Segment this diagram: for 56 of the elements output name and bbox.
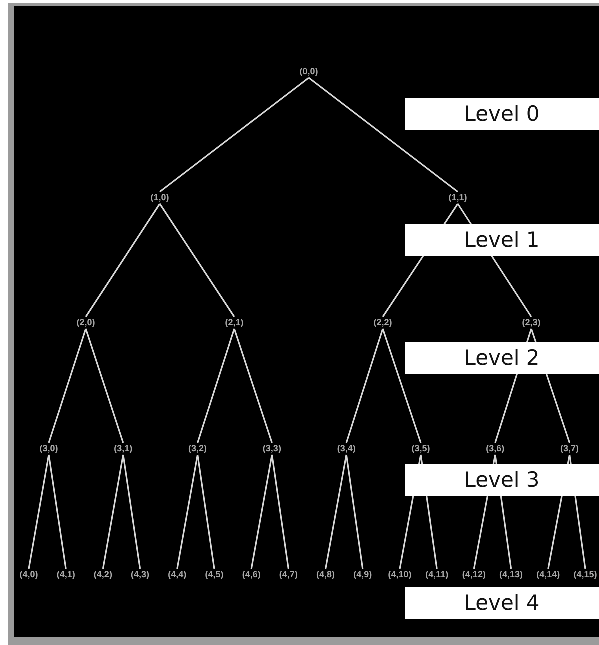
tree-node-label: (4,5) — [205, 570, 224, 580]
tree-node-label: (4,6) — [242, 570, 261, 580]
tree-node-label: (3,6) — [486, 444, 505, 454]
connector-line — [197, 454, 216, 570]
tree-node-label: (2,1) — [225, 318, 244, 328]
connector-line — [346, 454, 364, 570]
level-label: Level 4 — [405, 587, 599, 619]
tree-node-label: (4,10) — [388, 570, 412, 580]
level-label: Level 1 — [405, 224, 599, 256]
tree-node-label: (3,1) — [114, 444, 133, 454]
tree-node-label: (1,0) — [150, 192, 170, 204]
connector-line — [308, 77, 458, 193]
tree-node-label: (0,0) — [300, 66, 318, 78]
connector-line — [346, 328, 384, 444]
tree-node-label: (3,3) — [262, 444, 282, 454]
tree-node-label: (1,1) — [448, 192, 468, 204]
connector-line — [48, 328, 87, 444]
connector-line — [234, 328, 273, 444]
tree-node-label: (4,14) — [536, 570, 560, 580]
connector-line — [382, 328, 422, 444]
connector-line — [271, 454, 290, 570]
tree-node-label: (3,7) — [560, 444, 580, 454]
tree-node-label: (3,0) — [40, 444, 58, 454]
connector-line — [250, 454, 273, 570]
connector-line — [48, 454, 67, 570]
connector-line — [176, 454, 199, 570]
level-label: Level 0 — [405, 98, 599, 130]
tree-node-label: (4,0) — [20, 570, 38, 580]
connector-line — [102, 454, 124, 570]
connector-line — [197, 328, 236, 444]
tree-node-label: (2,2) — [374, 318, 392, 328]
tree-node-label: (4,7) — [279, 570, 298, 580]
connector-line — [122, 454, 142, 570]
connector-line — [160, 77, 310, 193]
tree-node-label: (4,1) — [56, 570, 76, 580]
tree-node-label: (3,5) — [412, 444, 430, 454]
connector-line — [85, 328, 124, 444]
level-label: Level 3 — [405, 464, 599, 496]
level-label: Level 2 — [405, 342, 599, 374]
tree-node-label: (4,2) — [94, 570, 112, 580]
tree-node-label: (3,4) — [337, 444, 356, 454]
connector-line — [159, 204, 236, 318]
tree-node-label: (3,2) — [188, 444, 208, 454]
connector-line — [325, 454, 348, 570]
tree-node-label: (4,12) — [462, 570, 486, 580]
tree-node-label: (4,11) — [426, 570, 449, 580]
connector-line — [85, 204, 161, 318]
tree-node-label: (4,13) — [500, 570, 524, 580]
connector-line — [28, 454, 50, 570]
tree-node-label: (4,4) — [168, 570, 187, 580]
tree-node-label: (4,9) — [354, 570, 372, 580]
tree-node-label: (2,0) — [76, 318, 96, 328]
tree-node-label: (4,15) — [574, 570, 598, 580]
tree-node-label: (4,8) — [316, 570, 336, 580]
tree-node-label: (4,3) — [131, 570, 150, 580]
tree-node-label: (2,3) — [522, 318, 541, 328]
